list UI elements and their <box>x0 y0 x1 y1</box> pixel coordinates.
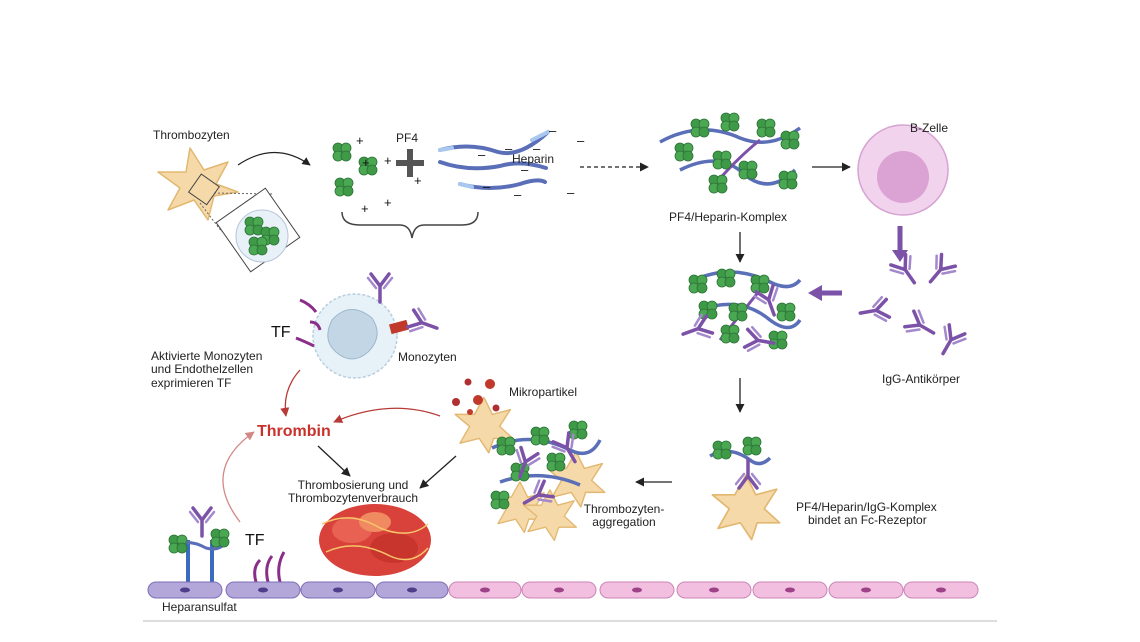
label-mikropartikel: Mikropartikel <box>509 385 578 399</box>
minus-charge: – <box>514 187 522 202</box>
platelet-icon <box>157 147 239 221</box>
monocyte <box>295 272 443 379</box>
minus-charge: – <box>567 185 575 200</box>
pf4-heparin-complex <box>659 112 802 194</box>
minus-charge: – <box>505 141 513 156</box>
label-monozyten: Monozyten <box>398 350 457 364</box>
label-fc-1: PF4/Heparin/IgG-Komplex <box>796 500 937 514</box>
plus-charge: + <box>414 173 422 188</box>
minus-charge: – <box>483 179 491 194</box>
endothelial-tf <box>253 551 286 583</box>
label-thrombin: Thrombin <box>257 423 331 440</box>
arrow-microparticle-to-thrombin <box>333 407 441 423</box>
plus-charge: + <box>361 201 369 216</box>
b-cell <box>857 124 949 216</box>
label-aktivierte-2: und Endothelzellen <box>151 362 254 376</box>
label-tf-monocyte: TF <box>271 324 291 341</box>
label-heparin: Heparin <box>512 152 555 166</box>
bracket <box>341 211 479 239</box>
microparticles <box>452 378 500 415</box>
label-aggregation-1: Thrombozyten- <box>583 502 665 516</box>
fc-bound-platelet <box>709 436 781 541</box>
pf4-heparin-igg-complex <box>677 268 802 357</box>
plus-charge: + <box>362 155 370 170</box>
label-aktivierte-3: exprimieren TF <box>151 376 232 390</box>
arrow-platelet-to-pf4 <box>237 151 311 166</box>
plus-charge: + <box>384 153 392 168</box>
label-pf4: PF4 <box>396 131 419 145</box>
label-fc-2: bindet an Fc-Rezeptor <box>808 513 927 527</box>
minus-charge: – <box>577 133 585 148</box>
label-igg-antikoerper: IgG-Antikörper <box>882 372 961 386</box>
label-aggregation-2: aggregation <box>592 515 656 529</box>
plus-charge: + <box>356 133 364 148</box>
heparan-sulfate-structure <box>168 506 230 584</box>
minus-charge: – <box>533 141 541 156</box>
pf4-tetramers <box>332 142 378 197</box>
plus-charge: + <box>384 195 392 210</box>
arrow-aggregation-to-thrombosis <box>419 455 457 489</box>
label-heparansulfat: Heparansulfat <box>162 600 237 614</box>
label-thrombosierung-1: Thrombosierung und <box>297 478 409 492</box>
arrow-endothel-to-thrombin <box>222 431 255 523</box>
heparin-chains <box>438 130 550 190</box>
minus-charge: – <box>478 147 486 162</box>
arrow-monocyte-to-thrombin <box>280 369 301 417</box>
label-thrombosierung-2: Thrombozytenverbrauch <box>287 491 419 505</box>
minus-charge: – <box>521 162 529 177</box>
arrow-thrombin-to-thrombosis <box>317 445 351 477</box>
plus-sign-icon <box>396 149 424 177</box>
label-tf-endothel: TF <box>245 532 265 549</box>
platelet-zoom-inset <box>199 187 301 273</box>
thrombus <box>319 504 431 576</box>
endothelium <box>147 581 979 599</box>
label-aktivierte-1: Aktivierte Monozyten <box>151 349 263 363</box>
label-b-zelle: B-Zelle <box>910 121 949 135</box>
minus-charge: – <box>549 123 557 138</box>
label-pf4-heparin-komplex: PF4/Heparin-Komplex <box>669 210 788 224</box>
platelet-aggregate <box>454 396 606 542</box>
igg-antibodies <box>856 250 970 362</box>
label-thrombozyten: Thrombozyten <box>153 128 230 142</box>
